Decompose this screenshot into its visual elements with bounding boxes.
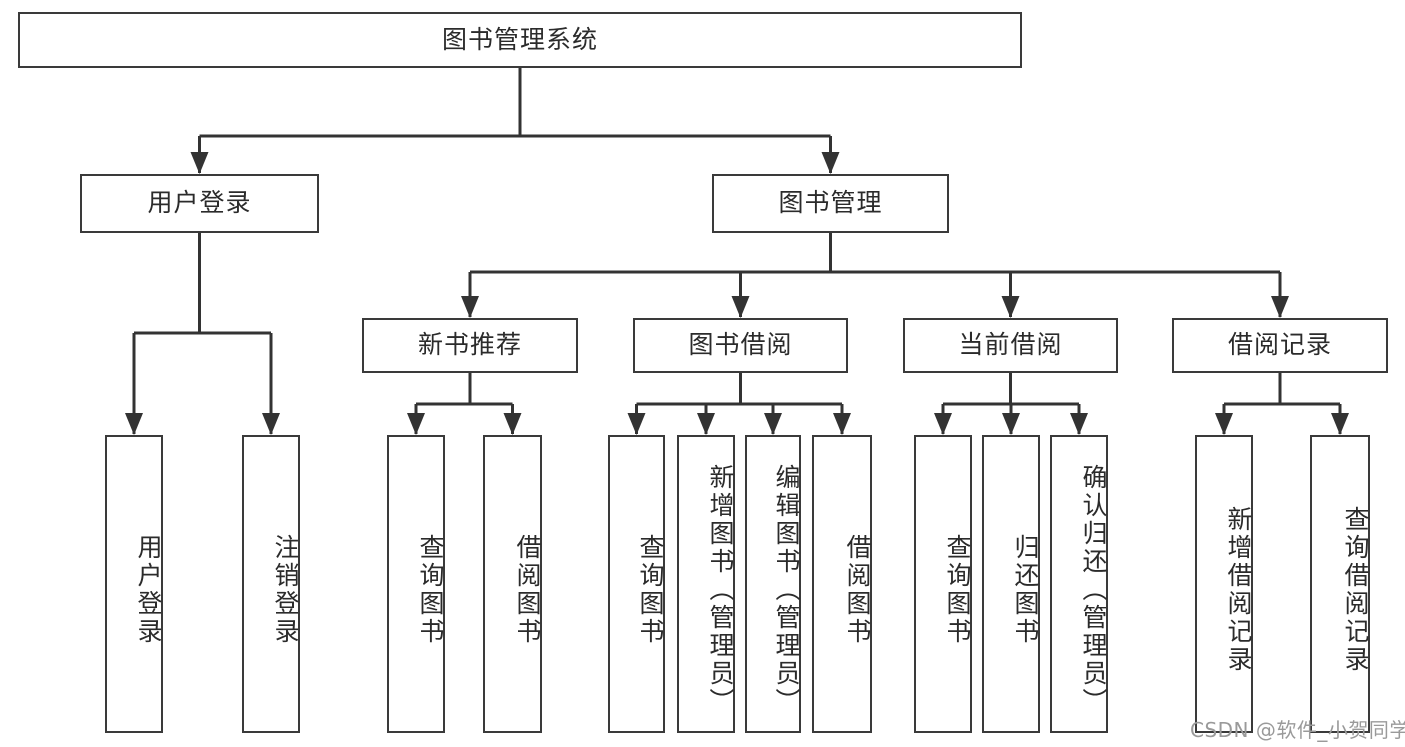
node-book-borrow[interactable]: 图书借阅 [633, 318, 848, 373]
node-leaf-cb-confirm[interactable]: 确认归还（管理员） [1050, 435, 1108, 733]
arrowhead [934, 413, 952, 435]
node-leaf-rec-query[interactable]: 查询图书 [387, 435, 445, 733]
node-label: 图书管理 [778, 188, 883, 218]
arrowhead [461, 296, 479, 318]
node-label: 查询图书 [416, 534, 445, 646]
node-current-borrow[interactable]: 当前借阅 [903, 318, 1118, 373]
node-label: 归还图书 [1011, 534, 1040, 646]
arrowhead [1215, 413, 1233, 435]
node-leaf-cb-query[interactable]: 查询图书 [914, 435, 972, 733]
arrowhead [407, 413, 425, 435]
node-leaf-user-logout[interactable]: 注销登录 [242, 435, 300, 733]
node-new-book-rec[interactable]: 新书推荐 [362, 318, 578, 373]
arrowhead [697, 413, 715, 435]
node-label: 查询图书 [636, 534, 665, 646]
arrowhead [1271, 296, 1289, 318]
node-user-login[interactable]: 用户登录 [80, 174, 319, 233]
arrowhead [1002, 413, 1020, 435]
node-leaf-br-add[interactable]: 新增借阅记录 [1195, 435, 1253, 733]
node-leaf-bb-borrow[interactable]: 借阅图书 [812, 435, 872, 733]
node-leaf-user-login[interactable]: 用户登录 [105, 435, 163, 733]
node-leaf-bb-query[interactable]: 查询图书 [608, 435, 665, 733]
arrowhead [1070, 413, 1088, 435]
node-label: 用户登录 [147, 188, 252, 218]
node-label: 确认归还（管理员） [1079, 464, 1108, 716]
node-leaf-bb-edit[interactable]: 编辑图书（管理员） [745, 435, 801, 733]
node-label: 新增图书（管理员） [706, 464, 735, 716]
node-root[interactable]: 图书管理系统 [18, 12, 1022, 68]
arrowhead [190, 152, 209, 174]
node-label: 用户登录 [134, 534, 163, 646]
arrowhead [821, 152, 840, 174]
node-label: 新增借阅记录 [1224, 506, 1253, 674]
node-borrow-record[interactable]: 借阅记录 [1172, 318, 1388, 373]
node-leaf-br-query[interactable]: 查询借阅记录 [1310, 435, 1370, 733]
arrowhead [503, 413, 522, 435]
node-label: 编辑图书（管理员） [772, 464, 801, 716]
node-leaf-bb-add[interactable]: 新增图书（管理员） [677, 435, 735, 733]
arrowhead [833, 413, 851, 435]
node-leaf-rec-borrow[interactable]: 借阅图书 [483, 435, 542, 733]
node-label: 图书管理系统 [441, 24, 598, 54]
arrowhead [262, 413, 280, 435]
node-label: 借阅记录 [1227, 330, 1332, 360]
arrowhead [1331, 413, 1349, 435]
arrowhead [731, 296, 750, 318]
node-label: 查询借阅记录 [1341, 506, 1370, 674]
arrowhead [764, 413, 782, 435]
node-label: 查询图书 [943, 534, 972, 646]
node-label: 借阅图书 [513, 534, 542, 646]
arrowhead [627, 413, 646, 435]
node-label: 借阅图书 [843, 534, 872, 646]
node-book-manage[interactable]: 图书管理 [712, 174, 949, 233]
node-label: 新书推荐 [417, 330, 522, 360]
node-label: 当前借阅 [958, 330, 1063, 360]
node-label: 注销登录 [271, 534, 300, 646]
node-leaf-cb-return[interactable]: 归还图书 [982, 435, 1040, 733]
arrowhead [1001, 296, 1020, 318]
node-label: 图书借阅 [688, 330, 793, 360]
watermark-text: CSDN @软件_小贺同学 [1190, 718, 1405, 742]
arrowhead [125, 413, 143, 435]
